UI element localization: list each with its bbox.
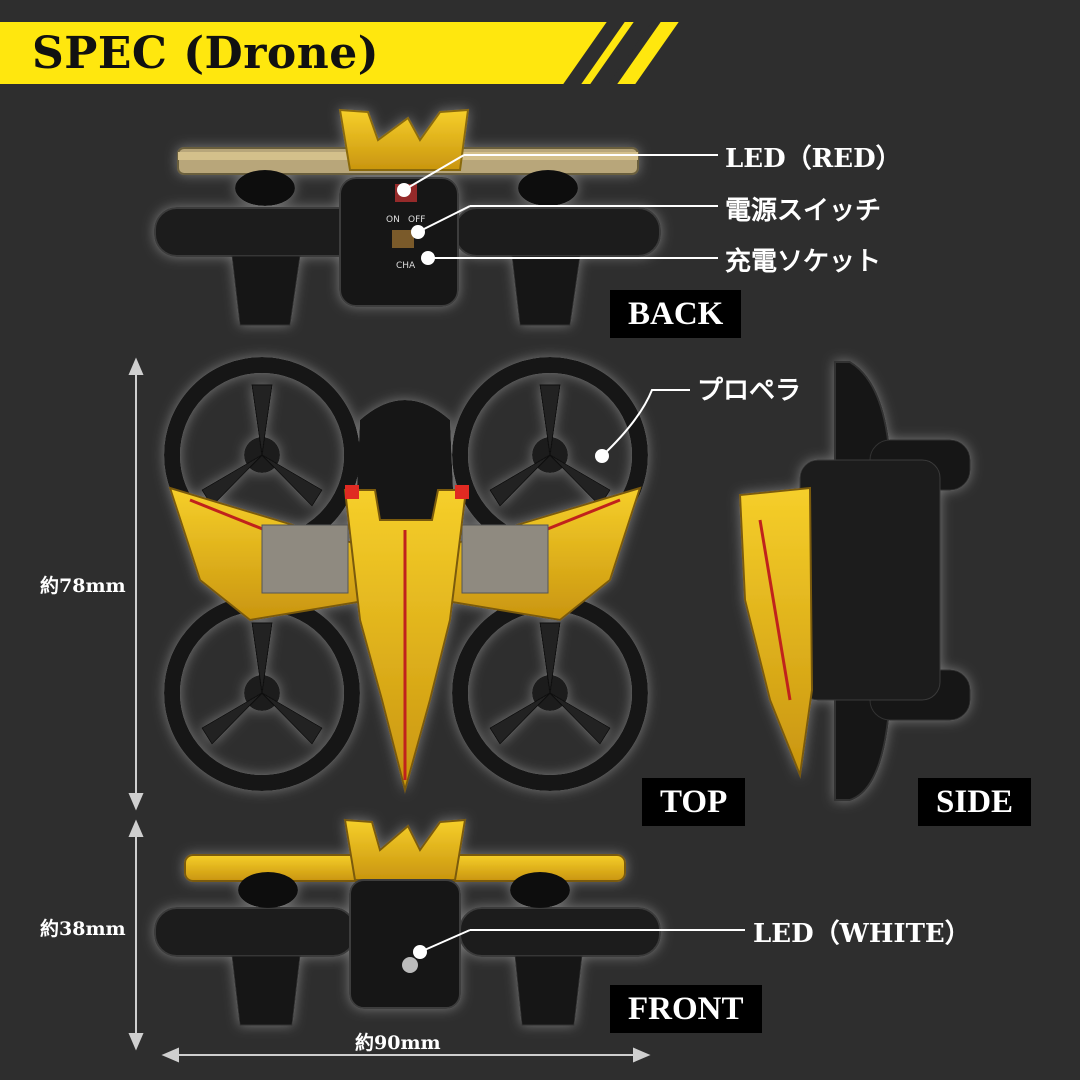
view-label-back: BACK [610,290,742,338]
callout-power-switch: 電源スイッチ [725,196,882,226]
view-label-side: SIDE [918,778,1032,826]
switch-on-label: ON [386,215,400,225]
switch-off-label: OFF [408,215,425,225]
header-banner [0,22,640,84]
dimension-height-front: 約38mm [40,918,126,940]
top-view-drone [164,357,648,794]
page-title: SPEC (Drone) [32,28,380,79]
back-view-drone: ON OFF CHA [154,108,661,326]
dimension-height-top: 約78mm [40,575,126,597]
callout-charge-socket: 充電ソケット [725,247,882,277]
propeller-callout-line [595,389,690,463]
side-view-drone [738,361,971,801]
back-callout-lines [397,154,718,265]
view-label-front: FRONT [610,985,762,1033]
dimension-width: 約90mm [355,1032,441,1054]
charge-label: CHA [396,261,416,271]
view-label-top: TOP [642,778,746,826]
callout-led-red: LED（RED） [725,144,902,174]
dimension-arrows [128,357,651,1063]
callout-propeller: プロペラ [697,376,802,406]
front-view-drone [154,818,661,1026]
led-white-callout-line [413,929,745,959]
callout-led-white: LED（WHITE） [753,919,971,949]
